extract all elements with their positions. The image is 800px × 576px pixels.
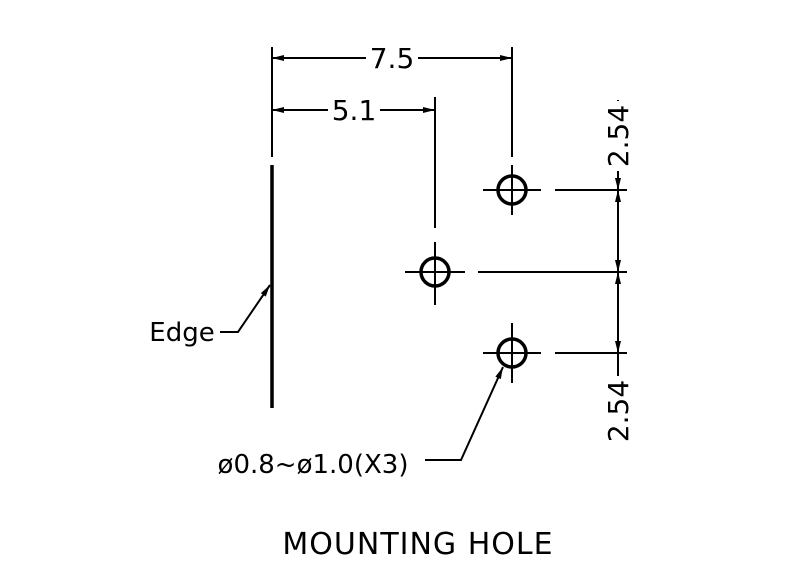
drawing-title: MOUNTING HOLE [282,527,553,562]
dimension-5-1: 5.1 [272,94,435,127]
label-mask-upper [605,101,631,171]
dimension-5-1-label: 5.1 [332,94,377,127]
hole-middle [405,242,465,305]
label-mask-lower [605,376,631,444]
hole-spec-leader: ø0.8~ø1.0(X3) [218,366,504,480]
dimension-7-5: 7.5 [272,42,512,75]
hole-bottom [483,323,541,383]
dimension-2-54-lower-label: 2.54 [602,380,635,442]
hole-top [483,165,541,215]
hole-spec-label: ø0.8~ø1.0(X3) [218,450,409,480]
dimension-2-54-upper-label: 2.54 [602,105,635,167]
edge-label: Edge [149,318,214,348]
edge-leader: Edge [149,284,271,348]
dimension-7-5-label: 7.5 [370,42,415,75]
